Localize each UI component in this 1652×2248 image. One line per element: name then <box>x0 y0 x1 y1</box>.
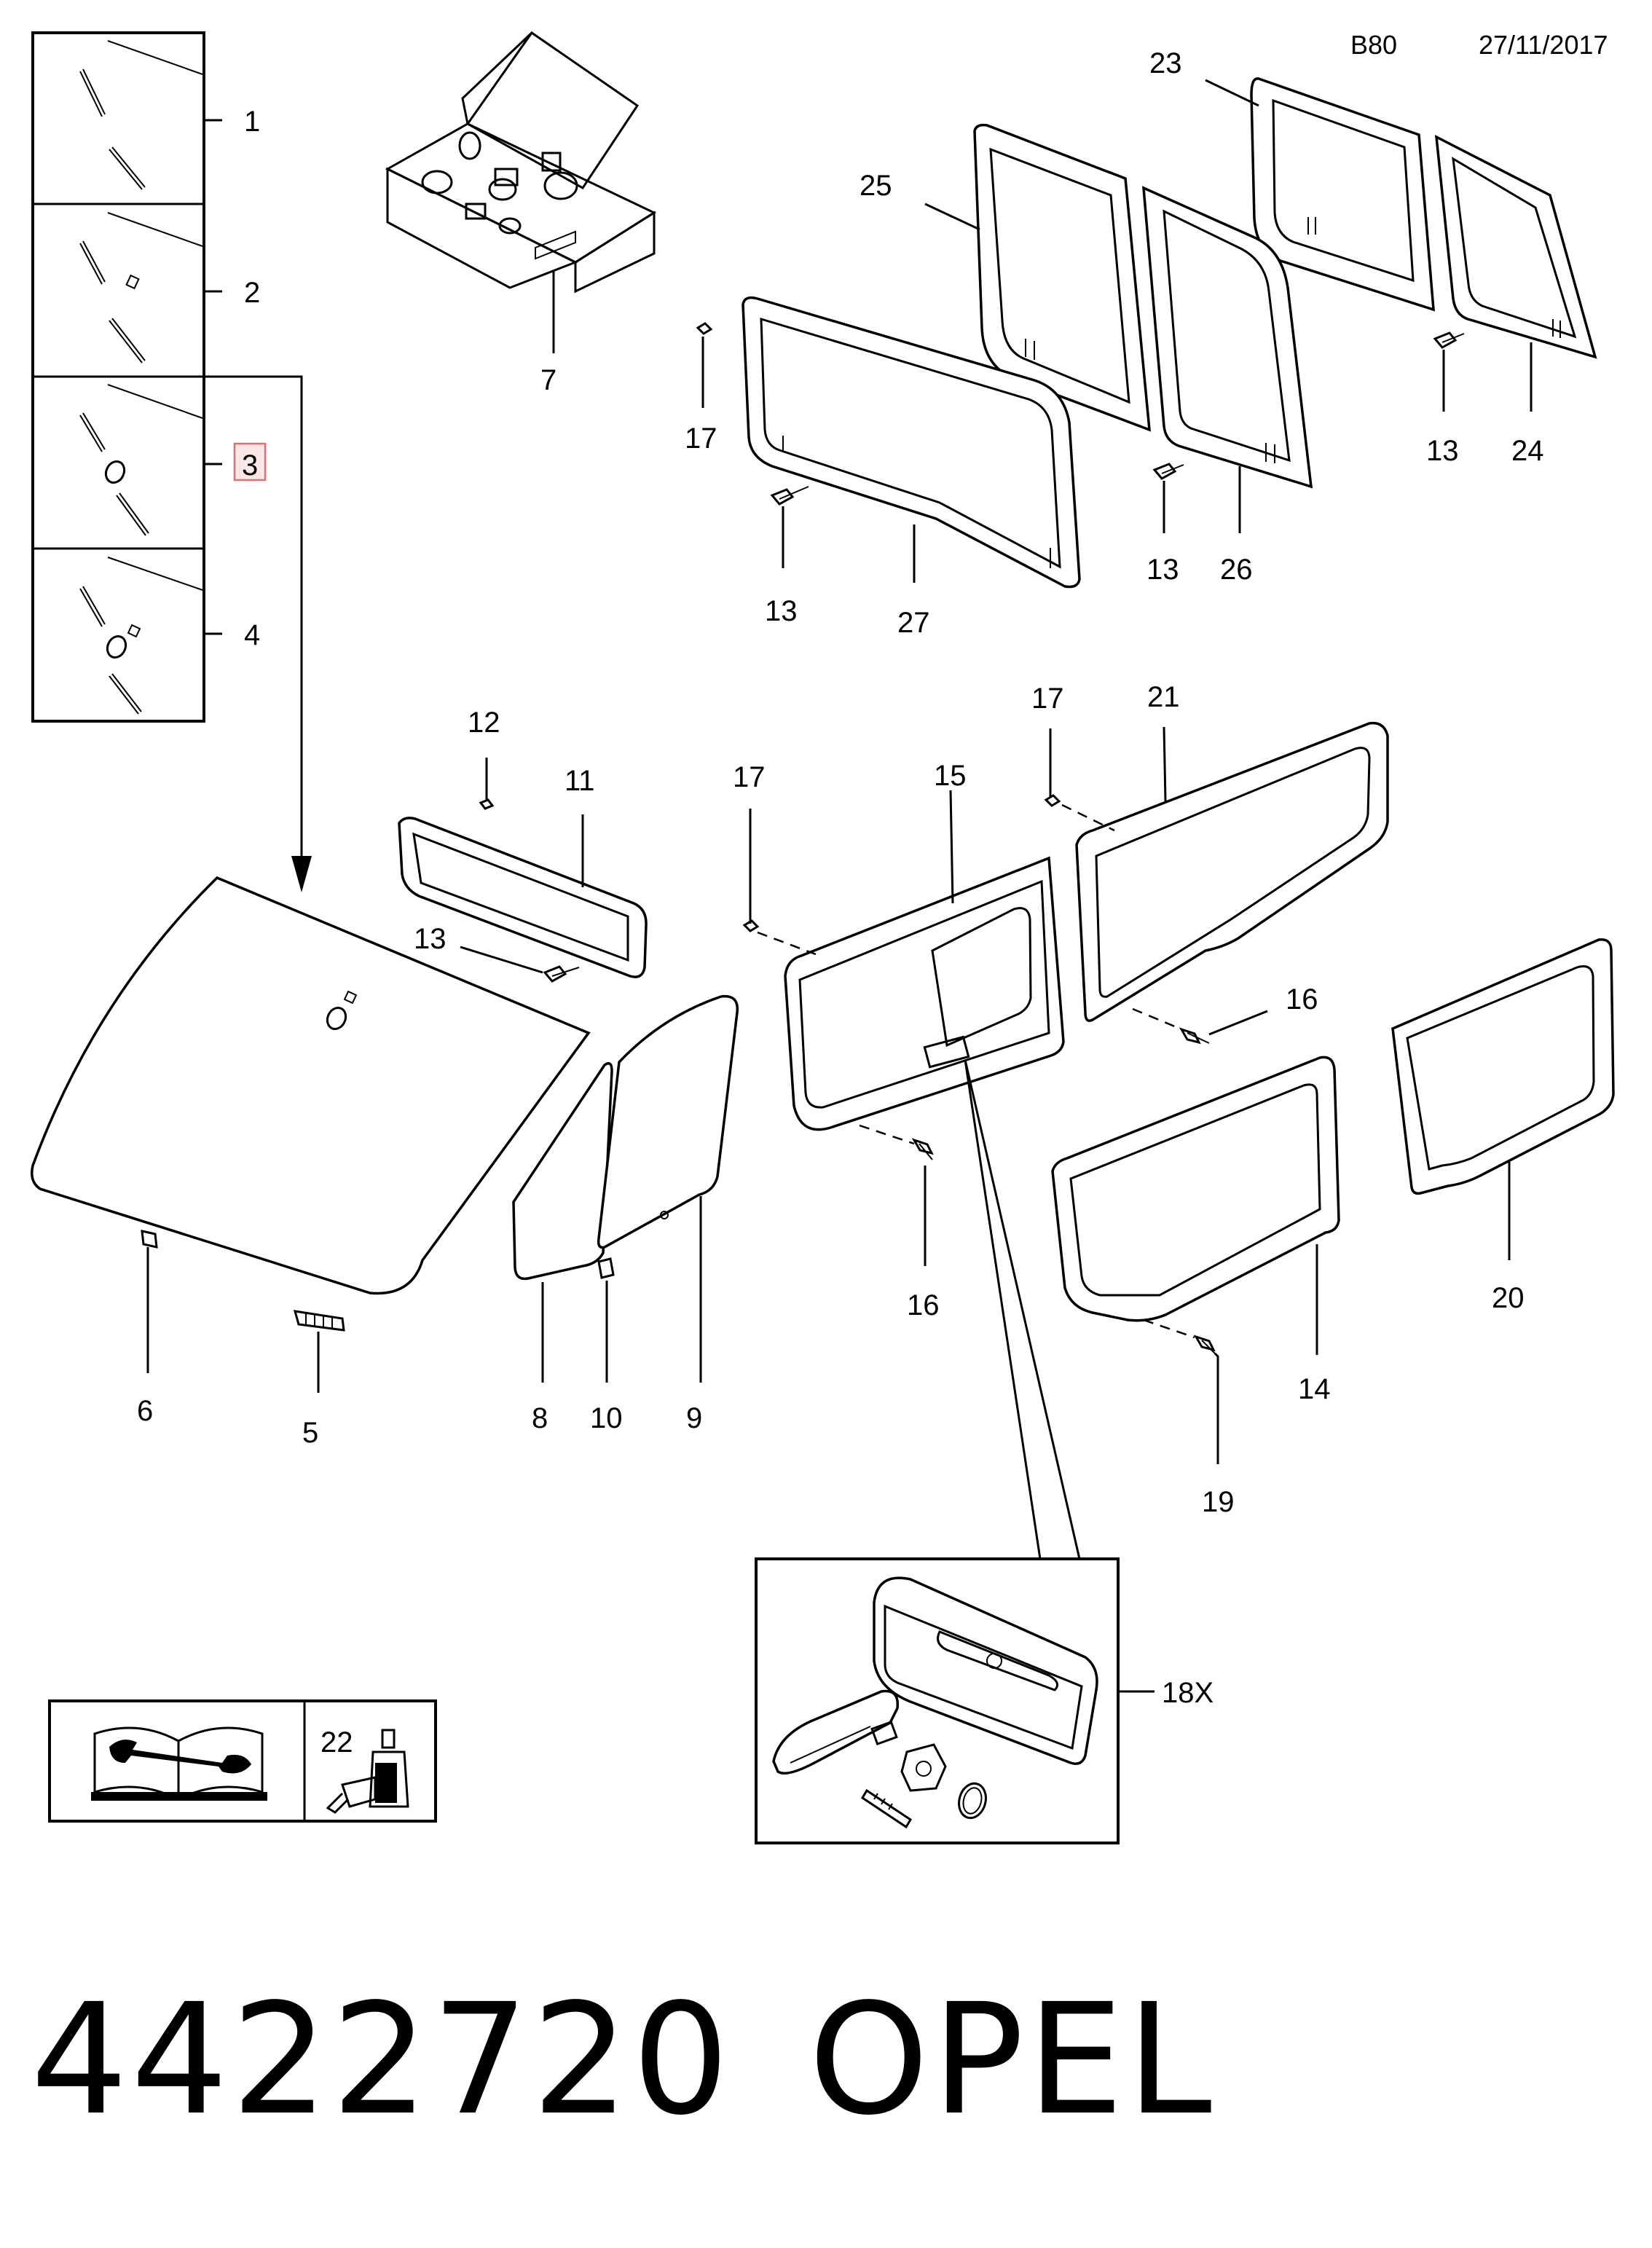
callout-19[interactable]: 19 <box>1202 1486 1235 1518</box>
callout-15[interactable]: 15 <box>934 760 967 792</box>
clip-17-c[interactable] <box>1044 794 1061 807</box>
callout-7[interactable]: 7 <box>540 364 556 396</box>
variant-windshield-sensor-pad[interactable] <box>79 212 203 363</box>
clip-13-b[interactable] <box>543 965 580 983</box>
callout-11[interactable]: 11 <box>565 765 595 797</box>
callout-9[interactable]: 9 <box>686 1402 702 1434</box>
side-glass-upper-left[interactable] <box>973 123 1152 432</box>
windshield[interactable] <box>31 876 591 1295</box>
callout-27[interactable]: 27 <box>897 607 930 639</box>
rear-door-glass-right[interactable] <box>1434 134 1597 359</box>
callout-23[interactable]: 23 <box>1149 47 1182 79</box>
diagram-date: 27/11/2017 <box>1479 30 1608 60</box>
callout-18x[interactable]: 18X <box>1162 1677 1214 1709</box>
side-glass-21[interactable] <box>1075 721 1389 1022</box>
front-quarter-glass-8[interactable] <box>512 1062 613 1281</box>
footer-brand: OPEL <box>809 1970 1215 2149</box>
variant-panel: 1 2 3 <box>31 31 312 892</box>
fixed-glass-11[interactable] <box>398 817 648 978</box>
sensor-pad-6[interactable] <box>141 1230 158 1249</box>
spacer-10[interactable] <box>597 1257 615 1279</box>
manual-book-wrench-icon[interactable] <box>91 1726 267 1801</box>
clip-17-a[interactable] <box>696 322 713 335</box>
rain-sensor-bracket-5[interactable] <box>293 1310 345 1332</box>
callout-12[interactable]: 12 <box>468 707 500 739</box>
callout-3[interactable]: 3 <box>242 449 258 482</box>
side-glass-upper-right[interactable] <box>1142 186 1313 489</box>
callout-13-a[interactable]: 13 <box>765 595 798 627</box>
callout-21[interactable]: 21 <box>1147 681 1180 713</box>
adhesive-bottle-icon[interactable] <box>326 1729 409 1814</box>
clip-16-b[interactable] <box>1179 1027 1210 1045</box>
callout-17-b[interactable]: 17 <box>733 761 766 793</box>
variant-windshield-mirror-ring[interactable] <box>79 384 203 536</box>
callout-13-b[interactable]: 13 <box>414 923 447 955</box>
clip-13-a[interactable] <box>770 486 809 506</box>
callout-6[interactable]: 6 <box>137 1395 153 1427</box>
callout-24[interactable]: 24 <box>1511 435 1544 467</box>
detail-box-18x[interactable] <box>755 1557 1120 1844</box>
front-door-glass-9[interactable] <box>597 994 739 1249</box>
clip-19[interactable] <box>1193 1335 1216 1354</box>
callout-25[interactable]: 25 <box>860 170 892 202</box>
clip-13-c[interactable] <box>1152 463 1184 480</box>
callout-4[interactable]: 4 <box>244 619 260 651</box>
callout-16-a[interactable]: 16 <box>907 1289 940 1321</box>
callout-13-c[interactable]: 13 <box>1146 554 1179 586</box>
side-glass-20[interactable] <box>1391 938 1615 1195</box>
callout-10[interactable]: 10 <box>590 1402 623 1434</box>
callout-14[interactable]: 14 <box>1298 1373 1331 1405</box>
clip-13-d[interactable] <box>1433 331 1465 349</box>
callout-3-highlight <box>233 442 267 482</box>
callout-13-d[interactable]: 13 <box>1426 435 1459 467</box>
reference-box: 22 <box>48 1699 437 1823</box>
footer-part-number: 4422720 <box>31 1970 732 2149</box>
installation-kit-box[interactable] <box>385 31 657 294</box>
rear-quarter-glass-long[interactable] <box>742 296 1081 589</box>
sliding-door-glass-15[interactable] <box>784 856 1065 1131</box>
clip-16-a[interactable] <box>911 1138 934 1160</box>
callout-22[interactable]: 22 <box>320 1726 353 1758</box>
callout-8[interactable]: 8 <box>532 1402 548 1434</box>
callout-1[interactable]: 1 <box>244 106 260 138</box>
callout-26[interactable]: 26 <box>1220 554 1253 586</box>
variant-windshield-plain[interactable] <box>79 40 203 190</box>
variant-windshield-ring-and-pad[interactable] <box>79 557 203 715</box>
section-code: B80 <box>1350 30 1397 60</box>
callout-16-b[interactable]: 16 <box>1286 983 1318 1015</box>
callout-20[interactable]: 20 <box>1492 1282 1525 1314</box>
side-glass-14[interactable] <box>1051 1056 1340 1322</box>
callout-5[interactable]: 5 <box>302 1417 318 1449</box>
callout-2[interactable]: 2 <box>244 277 260 309</box>
callout-17-a[interactable]: 17 <box>685 423 717 455</box>
callout-17-c[interactable]: 17 <box>1031 683 1064 715</box>
